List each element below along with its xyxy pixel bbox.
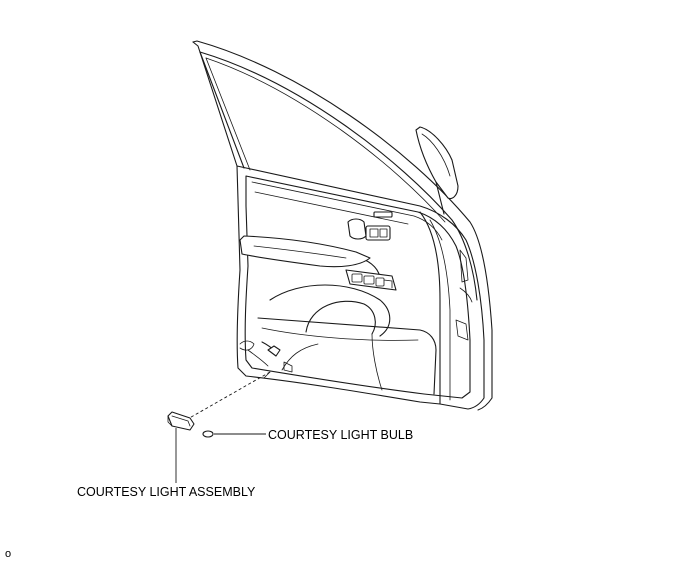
door-panel-drawing bbox=[192, 40, 493, 411]
figure-code: o bbox=[5, 548, 11, 560]
installation-dashed-line bbox=[185, 371, 271, 421]
courtesy-light-bulb-part bbox=[202, 430, 214, 438]
courtesy-light-bulb-label: COURTESY LIGHT BULB bbox=[268, 428, 413, 442]
courtesy-light-assembly-part bbox=[167, 411, 195, 431]
courtesy-light-assembly-label: COURTESY LIGHT ASSEMBLY bbox=[77, 485, 256, 499]
